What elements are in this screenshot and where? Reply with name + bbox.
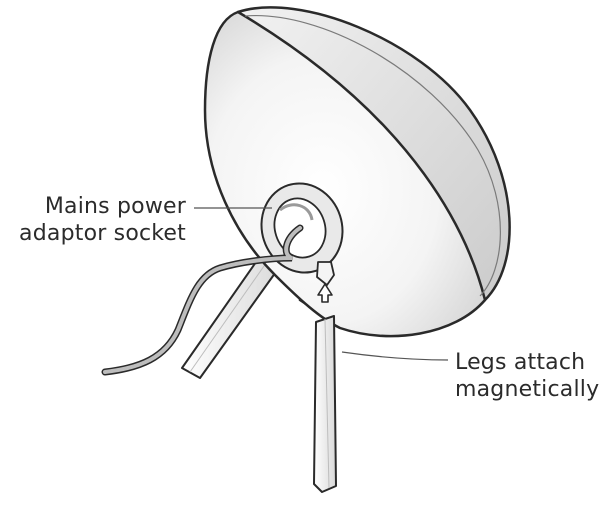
callout-socket-line2: adaptor socket xyxy=(0,220,186,247)
callout-legs: Legs attach magnetically xyxy=(455,349,599,403)
callout-legs-line2: magnetically xyxy=(455,376,599,403)
detached-leg xyxy=(314,316,336,492)
back-leg xyxy=(182,252,283,378)
leader-line-legs xyxy=(342,352,448,360)
callout-socket: Mains power adaptor socket xyxy=(0,193,186,247)
callout-socket-line1: Mains power xyxy=(0,193,186,220)
callout-legs-line1: Legs attach xyxy=(455,349,599,376)
